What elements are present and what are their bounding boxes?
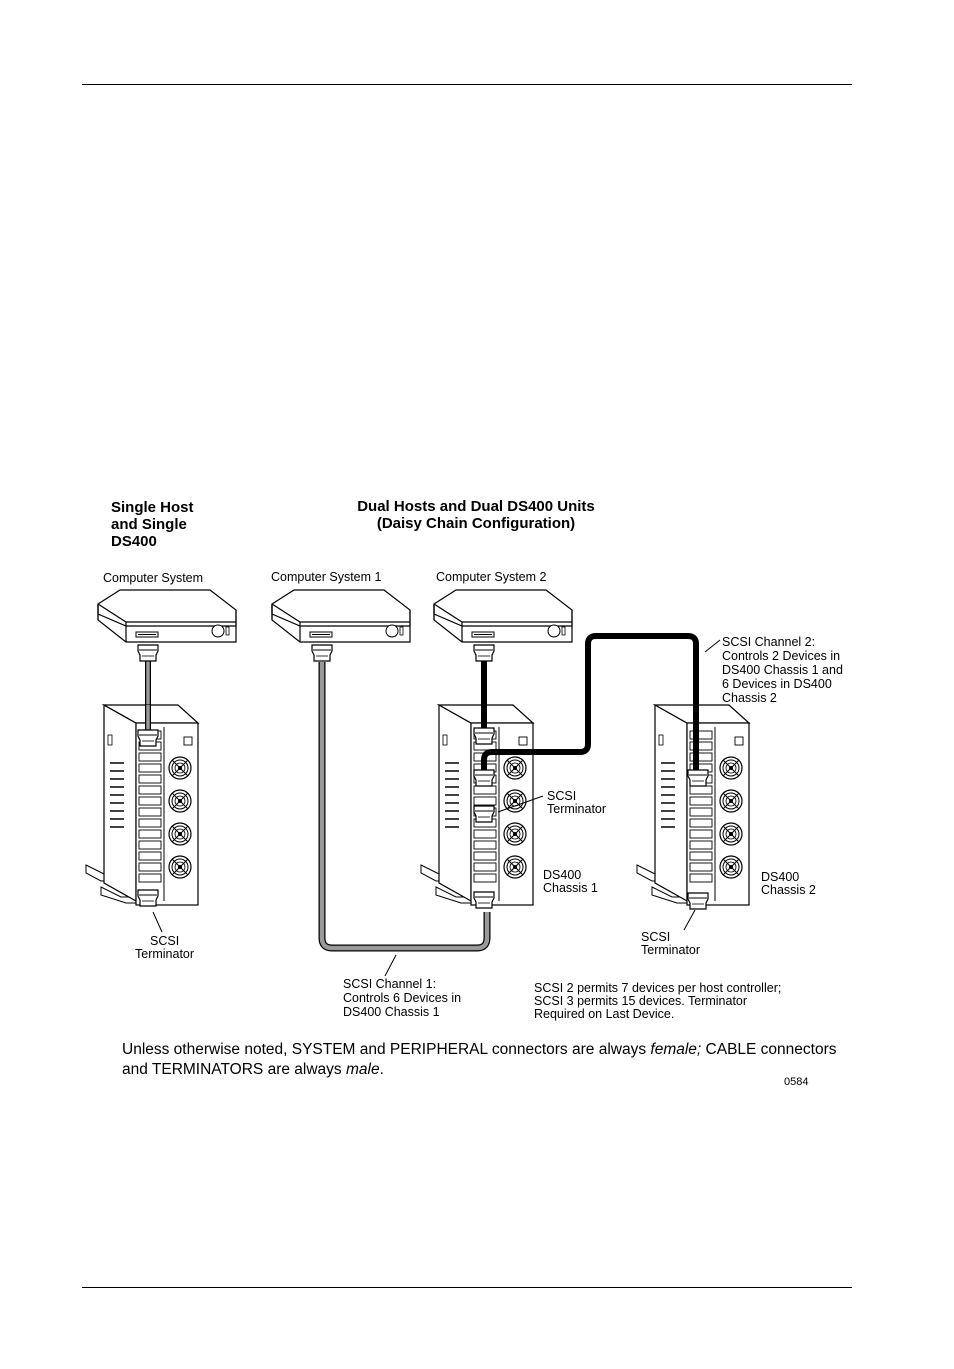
channel1-label-1: SCSI Channel 1: <box>343 977 436 991</box>
single-host-heading-line3: DS400 <box>111 533 157 550</box>
note-part-2: CABLE connectors and TERMINATORS are alw… <box>122 1041 837 1078</box>
dual-host-heading-line1: Dual Hosts and Dual DS400 Units <box>357 498 595 515</box>
note-female: female; <box>650 1041 702 1058</box>
computer-system-1-label: Computer System 1 <box>271 570 382 584</box>
term-right-label-1: SCSI <box>641 930 670 944</box>
single-host-heading-line2: and Single <box>111 516 187 533</box>
dual-host-heading-line2: (Daisy Chain Configuration) <box>377 515 575 532</box>
chassis2-label-1: DS400 <box>761 870 799 884</box>
computer-system-label: Computer System <box>103 571 203 585</box>
channel2-label-1: SCSI Channel 2: <box>722 635 815 649</box>
channel2-label-5: Chassis 2 <box>722 691 777 705</box>
term-mid-label-1: SCSI <box>547 789 576 803</box>
channel2-label-2: Controls 2 Devices in <box>722 649 840 663</box>
channel2-label-4: 6 Devices in DS400 <box>722 677 832 691</box>
scsi-note-3: Required on Last Device. <box>534 1007 674 1021</box>
computer-system-2 <box>433 589 573 643</box>
top-rule <box>82 84 852 85</box>
term-left-label-1: SCSI <box>150 934 179 948</box>
computer-system-1 <box>271 589 411 643</box>
bottom-rule <box>82 1287 852 1288</box>
chassis2-label-2: Chassis 2 <box>761 883 816 897</box>
computer-system <box>97 589 237 643</box>
note-male: male <box>345 1061 380 1078</box>
note-part-3: . <box>379 1061 384 1078</box>
term-left-label-2: Terminator <box>135 947 194 961</box>
scsi-note-1: SCSI 2 permits 7 devices per host contro… <box>534 981 781 995</box>
channel1-label-2: Controls 6 Devices in <box>343 991 461 1005</box>
term-right-label-2: Terminator <box>641 943 700 957</box>
scsi-note-2: SCSI 3 permits 15 devices. Terminator <box>534 994 747 1008</box>
single-host-heading-line1: Single Host <box>111 499 194 516</box>
term-mid-label-2: Terminator <box>547 802 606 816</box>
channel2-label-3: DS400 Chassis 1 and <box>722 663 843 677</box>
chassis1-label-2: Chassis 1 <box>543 881 598 895</box>
computer-system-2-label: Computer System 2 <box>436 570 547 584</box>
figure-number: 0584 <box>784 1076 809 1088</box>
chassis1-label-1: DS400 <box>543 868 581 882</box>
channel1-label-3: DS400 Chassis 1 <box>343 1005 440 1019</box>
connector-gender-note: Unless otherwise noted, SYSTEM and PERIP… <box>122 1040 842 1080</box>
note-part-1: Unless otherwise noted, SYSTEM and PERIP… <box>122 1041 651 1058</box>
